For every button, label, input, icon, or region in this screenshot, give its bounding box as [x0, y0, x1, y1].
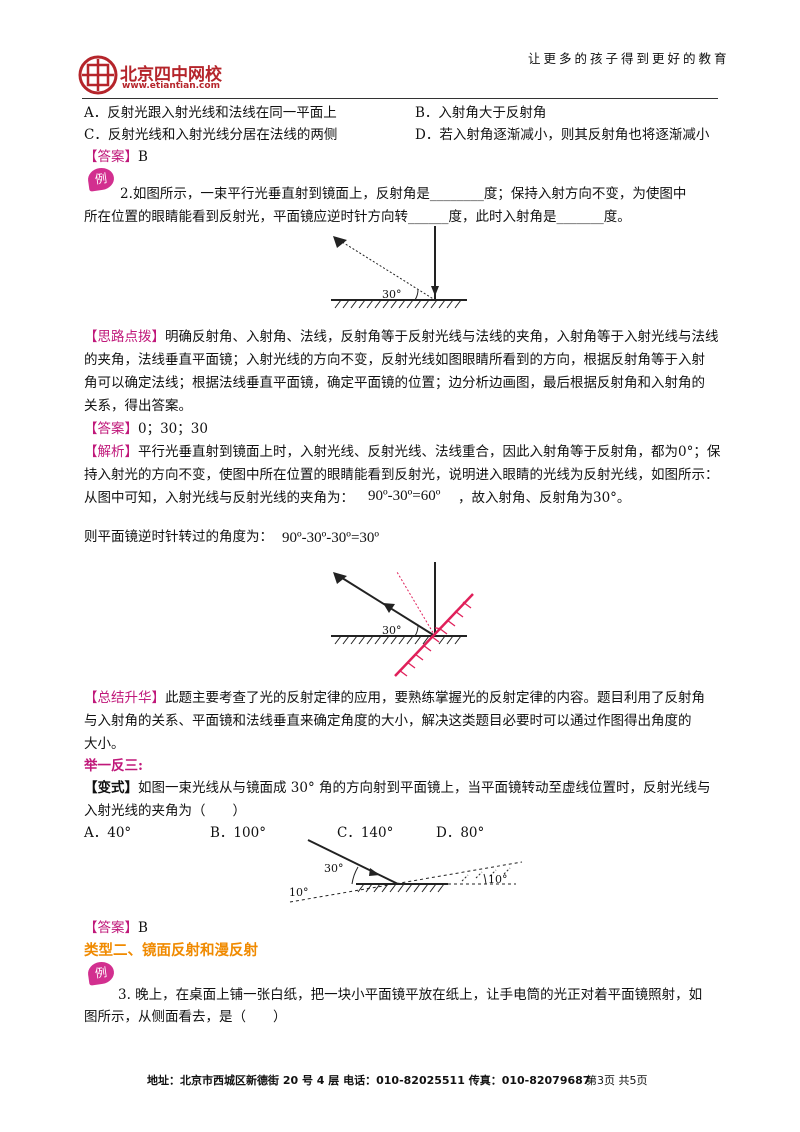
q3-line-1: 3. 晚上，在桌面上铺一张白纸，把一块小平面镜平放在纸上，让手电筒的光正对着平面… — [118, 987, 703, 1003]
hint-tag: 【思路点拨】 — [84, 329, 165, 345]
extend-heading: 举一反三: — [84, 758, 143, 774]
q3-line-2: 图所示，从侧面看去，是（ ） — [84, 1009, 287, 1025]
answer-tag: 【答案】 — [84, 149, 138, 165]
equation-1: 90º-30º=60º — [368, 488, 441, 504]
analysis-text-1: 平行光垂直射到镜面上时，入射光线、反射光线、法线重合，因此入射角等于反射角，都为… — [138, 444, 721, 460]
q1-option-d: D．若入射角逐渐减小，则其反射角也将逐渐减小 — [415, 127, 710, 143]
q1-option-a: A．反射光跟入射光线和法线在同一平面上 — [84, 105, 337, 121]
q1-option-b: B．入射角大于反射角 — [415, 105, 547, 121]
header-divider — [82, 98, 718, 99]
summary-line-3: 大小。 — [84, 736, 125, 752]
answer-value: B — [138, 149, 148, 165]
summary-line-2: 与入射角的关系、平面镜和法线垂直来确定角度的大小，解决这类题目必要时可以通过作图… — [84, 713, 692, 729]
summary-text-1: 此题主要考查了光的反射定律的应用，要熟练掌握光的反射定律的内容。题目利用了反射角 — [165, 690, 705, 706]
hint-line-3: 角可以确定法线；根据法线垂直平面镜，确定平面镜的位置；边分析边画图，最后根据反射… — [84, 375, 705, 391]
answer-tag: 【答案】 — [84, 421, 138, 437]
summary-tag: 【总结升华】 — [84, 690, 165, 706]
q2-line-1: 2.如图所示，一束平行光垂直射到镜面上，反射角是________度；保持入射方向… — [120, 186, 687, 202]
summary-line-1: 【总结升华】此题主要考查了光的反射定律的应用，要熟练掌握光的反射定律的内容。题目… — [84, 687, 705, 709]
answer-value: 0；30；30 — [138, 421, 208, 437]
q1-answer: 【答案】B — [84, 146, 148, 168]
analysis-line-2: 持入射光的方向不变，使图中所在位置的眼睛能看到反射光，说明进入眼睛的光线为反射光… — [84, 467, 719, 483]
logo — [78, 55, 118, 99]
analysis-tag: 【解析】 — [84, 444, 138, 460]
extend-option-b: B．100° — [210, 825, 266, 841]
hint-text-1: 明确反射角、入射角、法线，反射角等于反射光线与法线的夹角，入射角等于入射光线与法… — [165, 329, 719, 345]
slogan: 让更多的孩子得到更好的教育 — [528, 51, 730, 66]
footer-page-number: 第3页 共5页 — [586, 1074, 648, 1087]
figure-2 — [331, 562, 474, 677]
figure-3-angle-10-right: 10° — [488, 873, 508, 886]
logo-emblem-icon — [78, 55, 118, 95]
figure-1-angle-label: 30° — [382, 288, 402, 301]
logo-url[interactable]: www.etiantian.com — [122, 81, 220, 91]
figure-3 — [289, 839, 523, 903]
extend-line-1: 【变式】如图一束光线从与镜面成 30° 角的方向射到平面镜上，当平面镜转动至虚线… — [84, 777, 711, 799]
footer-address: 地址：北京市西城区新德街 20 号 4 层 电话：010-82025511 传真… — [147, 1074, 591, 1087]
answer-tag: 【答案】 — [84, 920, 138, 936]
section-heading: 类型二、镜面反射和漫反射 — [84, 943, 258, 959]
extend-text-1: 如图一束光线从与镜面成 30° 角的方向射到平面镜上，当平面镜转动至虚线位置时，… — [138, 780, 711, 796]
q2-answer: 【答案】0；30；30 — [84, 418, 208, 440]
figure-2-angle-label: 30° — [382, 624, 402, 637]
extend-answer: 【答案】B — [84, 917, 148, 939]
example-badge: 例 — [86, 166, 116, 192]
analysis-text-3a: 从图中可知，入射光线与反射光线的夹角为： — [84, 490, 354, 506]
extend-tag: 【变式】 — [84, 780, 138, 796]
hint-line-2: 的夹角，法线垂直平面镜；入射光线的方向不变，反射光线如图眼睛所看到的方向，根据反… — [84, 352, 705, 368]
q1-option-c: C．反射光线和入射光线分居在法线的两侧 — [84, 127, 338, 143]
equation-2: 90º-30º-30º=30º — [282, 530, 380, 546]
answer-value: B — [138, 920, 148, 936]
analysis-text-3b: ，故入射角、反射角为30°。 — [458, 490, 631, 506]
analysis-line-1: 【解析】平行光垂直射到镜面上时，入射光线、反射光线、法线重合，因此入射角等于反射… — [84, 441, 720, 463]
analysis-line-4: 则平面镜逆时针转过的角度为： — [84, 529, 273, 545]
figure-1 — [331, 226, 467, 309]
extend-option-d: D．80° — [436, 825, 485, 841]
analysis-line-3: 从图中可知，入射光线与反射光线的夹角为： — [84, 487, 354, 509]
logo-text: 北京四中网校 — [120, 65, 222, 85]
figure-3-angle-30: 30° — [324, 862, 344, 875]
extend-option-c: C．140° — [337, 825, 394, 841]
extend-option-a: A．40° — [84, 825, 132, 841]
figure-3-angle-10-left: 10° — [289, 886, 309, 899]
extend-line-2: 入射光线的夹角为（ ） — [84, 803, 246, 819]
hint-line-1: 【思路点拨】明确反射角、入射角、法线，反射角等于反射光线与法线的夹角，入射角等于… — [84, 326, 719, 348]
hint-line-4: 关系，得出答案。 — [84, 398, 192, 414]
example-badge: 例 — [86, 960, 116, 986]
q2-line-2: 所在位置的眼睛能看到反射光，平面镜应逆时针方向转______度，此时入射角是__… — [84, 209, 631, 225]
